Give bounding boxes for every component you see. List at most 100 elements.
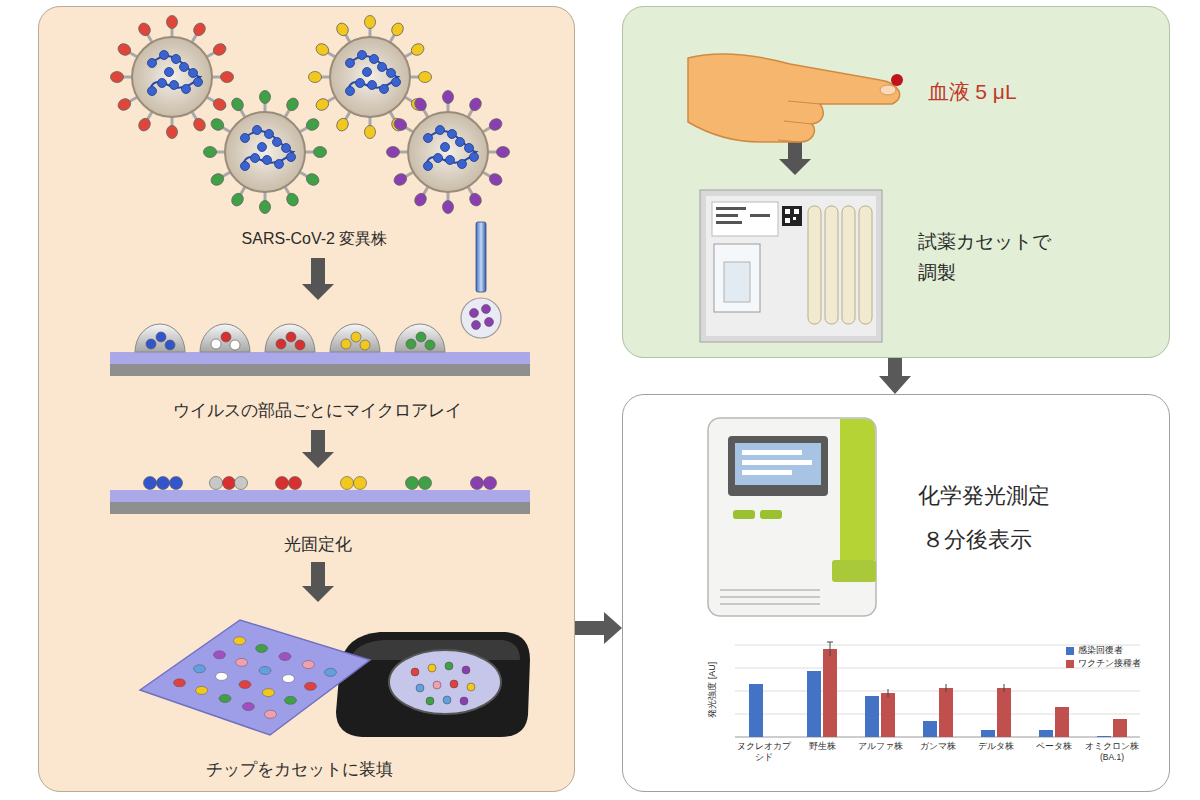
- category-label-holder: オミクロン株 (BA.1): [1083, 741, 1141, 763]
- panel-caption-holder: ８分後表示: [922, 526, 1032, 555]
- category-label: ヌクレオカプシド: [735, 741, 793, 763]
- microarray-slide: [211, 339, 221, 349]
- dropper-figure: [461, 298, 501, 338]
- chip-figure: [174, 679, 186, 687]
- reagent-cassette-photo: [785, 209, 799, 223]
- bar-chart: [823, 649, 837, 737]
- microarray-slide: [230, 340, 240, 350]
- chip-figure: [239, 681, 251, 689]
- bar-chart: [749, 684, 763, 737]
- microarray-slide: [406, 339, 416, 349]
- analyzer-figure: [708, 418, 876, 616]
- fixed-slide: [354, 477, 367, 490]
- cassette-figure: [426, 697, 434, 705]
- analyzer-figure: [742, 460, 812, 465]
- dropper-figure: [472, 321, 481, 330]
- bar-chart: [997, 688, 1011, 737]
- bar-chart: [827, 642, 833, 643]
- panel-ground: [38, 6, 1170, 792]
- axis-label-holder: 発光強度 [AU]: [707, 662, 719, 718]
- method-panel: SARS-CoV-2 変異株ウイルスの部品ごとにマイクロアレイ光固定化チップをカ…: [38, 6, 575, 792]
- analyzer-figure: [735, 443, 821, 485]
- reagent-cassette-photo: [808, 206, 821, 324]
- bar-chart: [881, 693, 895, 737]
- legend-text: 感染回復者: [1078, 645, 1123, 656]
- bar-chart: [735, 737, 1140, 738]
- microarray-slide: [135, 324, 445, 352]
- chip-figure: [216, 672, 228, 680]
- panel-caption: 光固定化: [284, 534, 352, 556]
- panel-caption: 血液 5 μL: [928, 78, 1017, 105]
- bar-chart: [865, 696, 879, 737]
- chip-figure: [265, 710, 277, 718]
- analyzer-figure: [760, 510, 782, 519]
- microarray-slide: [341, 339, 351, 349]
- category-label-holder: ガンマ株: [909, 741, 967, 752]
- panel-caption-holder: SARS-CoV-2 変異株: [242, 229, 388, 250]
- microarray-slide: [200, 324, 250, 352]
- chip-figure: [174, 637, 337, 719]
- reagent-cassette-photo: [712, 202, 778, 236]
- microarray-slide: [360, 340, 370, 350]
- dropper-figure: [461, 222, 501, 338]
- flow-arrow: [879, 358, 911, 394]
- cassette-figure: [445, 662, 453, 670]
- bar-chart: [923, 721, 937, 737]
- bar-chart: [888, 689, 889, 697]
- microarray-slide: [416, 332, 426, 342]
- analyzer-figure: [742, 470, 792, 475]
- microarray-slide: [156, 332, 166, 342]
- fixed-slide: [484, 477, 497, 490]
- microarray-slide: [165, 340, 175, 350]
- panel-caption-holder: 血液 5 μL: [928, 78, 1017, 105]
- microarray-slide: [221, 332, 231, 342]
- chip-figure: [259, 667, 271, 675]
- cassette-figure: [336, 632, 530, 737]
- bar-chart: [735, 691, 1140, 692]
- panel-caption: ウイルスの部品ごとにマイクロアレイ: [173, 400, 462, 422]
- dropper-figure: [476, 222, 486, 292]
- hand-figure: [891, 74, 903, 86]
- panel-ground: [622, 6, 1170, 358]
- legend-text-holder: ワクチン接種者: [1078, 658, 1141, 669]
- fixed-slide: [144, 477, 497, 490]
- microarray-slide: [351, 332, 361, 342]
- analyzer-figure: [832, 560, 876, 582]
- cassette-figure: [428, 664, 436, 672]
- dropper-figure: [482, 305, 491, 314]
- bar-chart: [749, 671, 1111, 737]
- panel-ground: [38, 6, 575, 792]
- chip-figure: [285, 696, 297, 704]
- bar-chart: [1097, 736, 1111, 737]
- microarray-slide: [110, 364, 530, 376]
- analyzer-figure: [728, 436, 828, 496]
- fixed-slide: [289, 477, 302, 490]
- fixed-slide: [110, 477, 530, 515]
- analyzer-figure: [742, 450, 802, 455]
- chip-figure: [234, 637, 246, 645]
- microarray-slide: [110, 352, 530, 364]
- cassette-figure: [433, 681, 441, 689]
- microarray-slide: [146, 332, 435, 350]
- fixed-slide: [341, 477, 354, 490]
- virus-figure: [111, 16, 510, 214]
- category-label: オミクロン株 (BA.1): [1083, 741, 1141, 763]
- fixed-slide: [110, 490, 530, 502]
- microarray-slide: [425, 340, 435, 350]
- cassette-figure: [443, 696, 451, 704]
- fixed-slide: [406, 477, 419, 490]
- chip-figure: [140, 620, 370, 735]
- microarray-slide: [286, 332, 296, 342]
- panel-caption-holder: チップをカセットに装填: [206, 759, 393, 781]
- chip-figure: [262, 689, 274, 697]
- cassette-figure: [462, 666, 470, 674]
- cassette-figure: [416, 684, 424, 692]
- reagent-cassette-photo: [793, 217, 796, 220]
- microarray-slide: [295, 340, 305, 350]
- fixed-slide: [223, 477, 236, 490]
- bar-chart: [735, 642, 1140, 737]
- legend-text: ワクチン接種者: [1078, 658, 1141, 669]
- step-arrow: [302, 258, 334, 300]
